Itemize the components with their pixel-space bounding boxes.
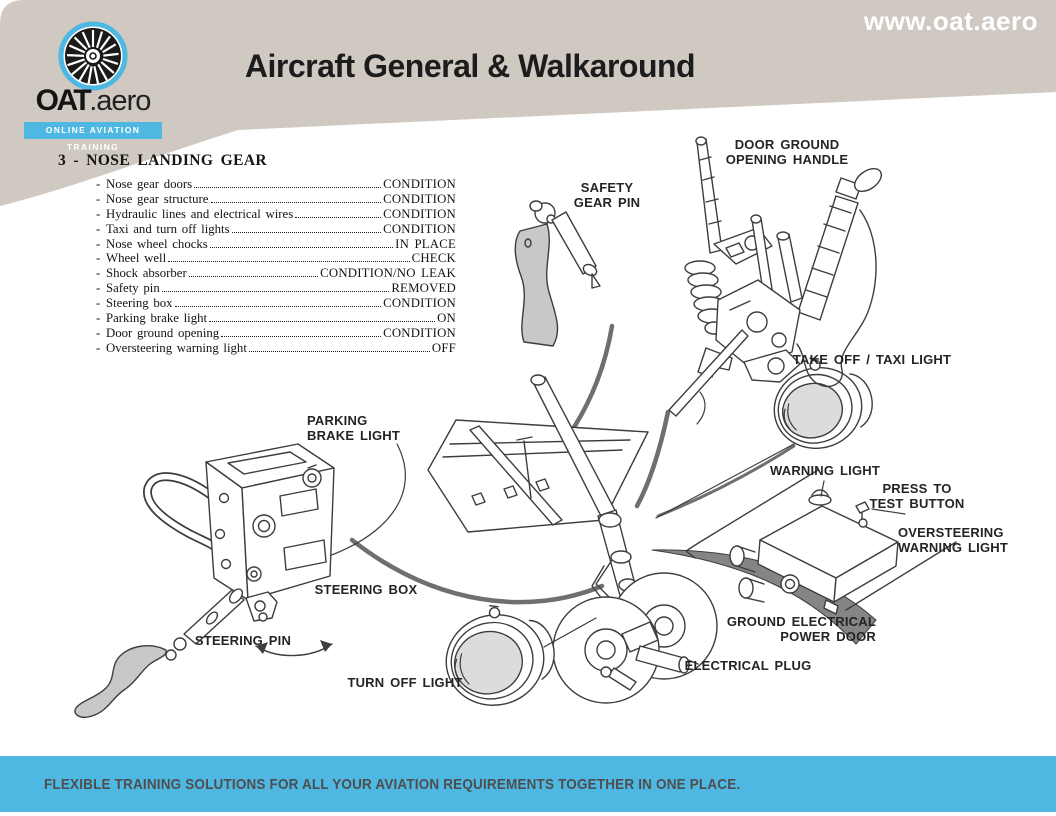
turn-off-light-pointer	[543, 617, 597, 648]
footer-tagline: FLEXIBLE TRAINING SOLUTIONS FOR ALL YOUR…	[44, 776, 741, 793]
turbine-fan-icon	[58, 21, 128, 91]
logo-wordmark: OAT.aero	[24, 85, 162, 119]
header-background	[0, 0, 1056, 206]
gear-assembly-drawing	[427, 374, 649, 611]
turn-off-light-drawing	[445, 604, 555, 706]
page-title: Aircraft General & Walkaround	[244, 48, 696, 84]
logo-brand-text: OAT	[35, 84, 92, 117]
safety-pin-drawing	[514, 200, 601, 347]
steering-pin-drawing	[74, 588, 245, 718]
door-handle-drawing	[668, 136, 883, 425]
logo-suffix-text: .aero	[89, 85, 151, 117]
footer-bar: FLEXIBLE TRAINING SOLUTIONS FOR ALL YOUR…	[0, 756, 1056, 812]
take-off-taxi-light-drawing	[773, 357, 873, 450]
logo-tagline: ONLINE AVIATION TRAINING	[24, 122, 162, 152]
checklist-heading: 3 - NOSE LANDING GEAR	[58, 152, 268, 169]
site-url[interactable]: www.oat.aero	[863, 6, 1038, 36]
electrical-plug-drawing	[600, 645, 699, 691]
oversteering-box-drawing	[685, 469, 957, 615]
take-off-taxi-light-pointer	[655, 443, 795, 519]
logo[interactable]: OAT.aero ONLINE AVIATION TRAINING	[24, 20, 162, 152]
steering-box-drawing	[143, 443, 335, 657]
wheels-drawing	[552, 572, 718, 704]
